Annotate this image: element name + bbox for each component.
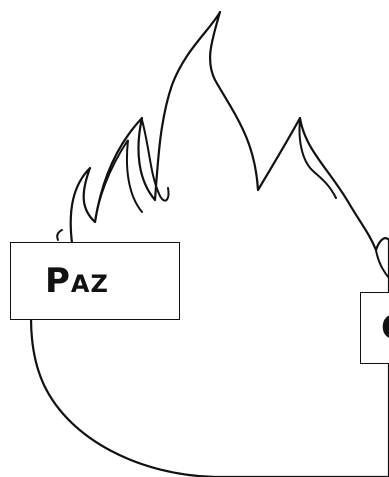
word-card-right: C <box>360 292 389 364</box>
word-card-left-text: Paz <box>45 264 109 298</box>
word-card-left: Paz <box>10 242 180 320</box>
word-card-right-text: C <box>381 311 389 345</box>
